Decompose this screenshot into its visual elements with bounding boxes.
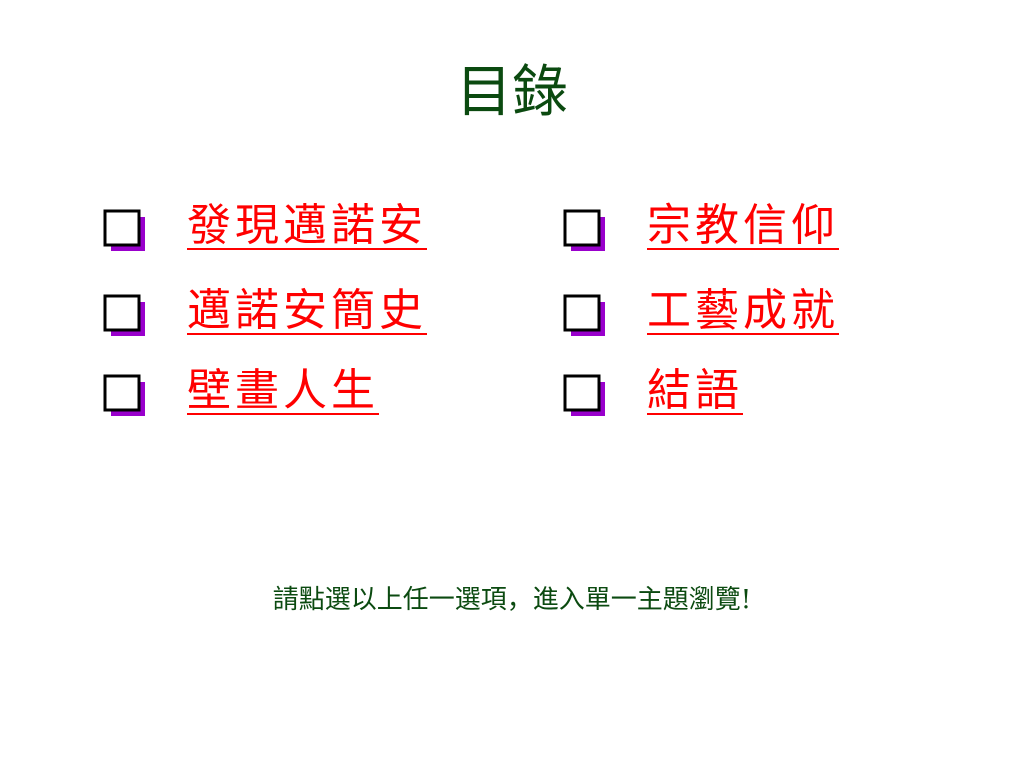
menu-link-conclusion[interactable]: 結語 bbox=[647, 365, 743, 416]
menu-link-craft-achievements[interactable]: 工藝成就 bbox=[647, 285, 839, 336]
square-bullet-icon bbox=[563, 209, 605, 251]
instruction-text: 請點選以上任一選項，進入單一主題瀏覽! bbox=[272, 585, 752, 615]
square-bullet-icon bbox=[103, 294, 145, 336]
square-bullet-icon bbox=[563, 294, 605, 336]
square-bullet-icon bbox=[103, 374, 145, 416]
menu-link-discover-minoan[interactable]: 發現邁諾安 bbox=[187, 200, 427, 251]
page-title: 目錄 bbox=[456, 60, 568, 125]
square-bullet-icon bbox=[563, 374, 605, 416]
menu-link-minoan-history[interactable]: 邁諾安簡史 bbox=[187, 285, 427, 336]
menu-link-fresco-life[interactable]: 壁畫人生 bbox=[187, 365, 379, 416]
square-bullet-icon bbox=[103, 209, 145, 251]
menu-link-religion[interactable]: 宗教信仰 bbox=[647, 200, 839, 251]
